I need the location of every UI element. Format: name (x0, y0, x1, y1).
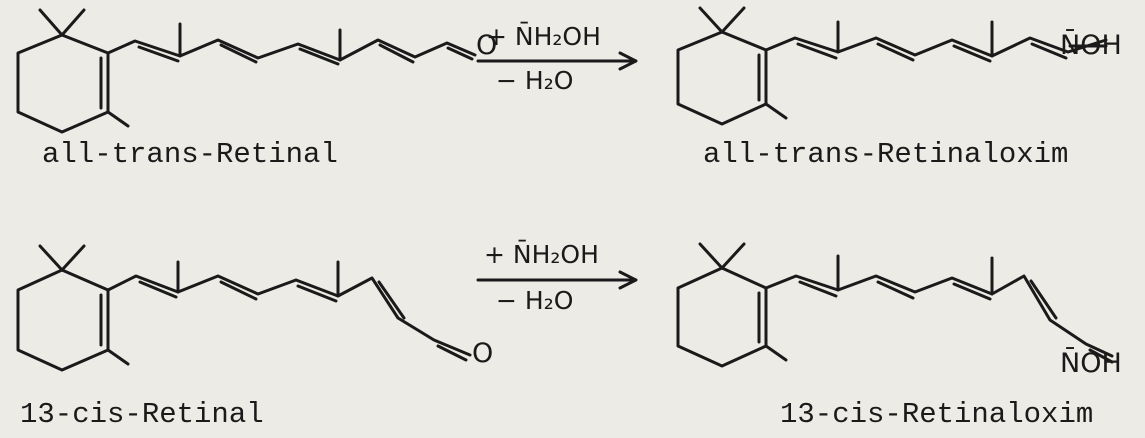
top-aldehyde-oxygen: O (476, 30, 498, 61)
all-trans-retinal-structure (16, 8, 477, 134)
top-reaction-arrow (476, 51, 638, 71)
bottom-reaction-arrow (476, 270, 638, 290)
13-cis-retinaloxim-structure (676, 242, 1114, 368)
bottom-byproduct-label: − H₂O (496, 286, 574, 315)
label-all-trans-retinaloxim: all-trans-Retinaloxim (703, 138, 1069, 171)
all-trans-retinaloxim-structure (676, 6, 1108, 126)
label-all-trans-retinal: all-trans-Retinal (42, 138, 338, 171)
top-byproduct-label: − H₂O (496, 66, 574, 95)
bottom-oxime-group: N̄OH (1060, 348, 1122, 379)
bottom-aldehyde-oxygen: O (472, 338, 494, 369)
top-reagent-label: + N̄H₂OH (486, 22, 601, 51)
bottom-reagent-label: + N̄H₂OH (484, 240, 599, 269)
label-13-cis-retinal: 13-cis-Retinal (20, 398, 264, 431)
top-oxime-group: N̄OH (1060, 30, 1122, 61)
label-13-cis-retinaloxim: 13-cis-Retinaloxim (780, 398, 1094, 431)
13-cis-retinal-structure (16, 244, 472, 372)
